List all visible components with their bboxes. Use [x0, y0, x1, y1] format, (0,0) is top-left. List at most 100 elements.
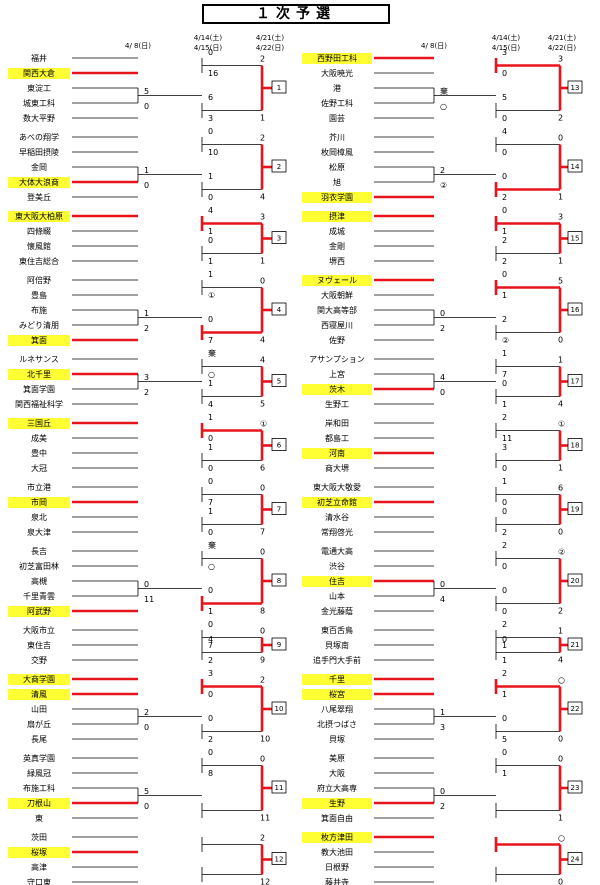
group-number-box	[567, 701, 583, 715]
team-name: 阿倍野	[27, 275, 51, 285]
round1-score: 3	[440, 723, 445, 732]
round2-score: 0	[502, 464, 507, 473]
round2-score: 2	[502, 315, 507, 324]
round2-score: 0	[502, 172, 507, 181]
team-name: アサンプション	[309, 355, 365, 364]
round2-score: 0	[208, 477, 213, 486]
team-name: 羽衣学園	[321, 192, 353, 202]
round2-score: 0	[502, 379, 507, 388]
round2-score: 3	[502, 48, 507, 57]
team-name: 早稲田摂陵	[19, 147, 59, 157]
round2-score: 2	[502, 669, 507, 678]
round2-score: 0	[208, 48, 213, 57]
round3-score: ①	[558, 420, 565, 429]
team-highlight	[8, 369, 70, 380]
round3-score: 3	[558, 55, 563, 64]
round3-score: 4	[260, 336, 265, 345]
round1-score: 棄	[440, 86, 448, 96]
team-name: 千里青雲	[23, 591, 55, 601]
round2-score: 1	[502, 349, 507, 358]
group-number: 17	[571, 378, 580, 386]
team-name: 泉大津	[27, 527, 51, 537]
group-number: 14	[571, 163, 580, 171]
team-name: あべの翔学	[19, 132, 59, 142]
group-number-box	[567, 80, 583, 94]
round2-score: 1	[502, 656, 507, 665]
group-number-box	[271, 637, 287, 651]
team-name: 西野田工科	[317, 53, 357, 63]
round2-score: 1	[208, 507, 213, 516]
round3-score: 1	[558, 627, 563, 636]
round2-score: 1	[208, 270, 213, 279]
team-name: 三国丘	[27, 419, 51, 428]
round2-score: 4	[208, 400, 213, 409]
round2-score: 0	[502, 748, 507, 757]
team-name: 泉北	[31, 512, 47, 522]
round2-score: 2	[502, 528, 507, 537]
round2-score: 2	[208, 735, 213, 744]
team-name: 登美丘	[27, 192, 51, 202]
round3-score: 3	[558, 213, 563, 222]
round3-score: ○	[558, 676, 565, 685]
group-number-box	[271, 302, 287, 316]
team-name: 高槻	[31, 576, 47, 586]
team-highlight	[8, 418, 70, 429]
group-number-box	[567, 780, 583, 794]
group-number-box	[567, 302, 583, 316]
round3-score: 1	[260, 257, 265, 266]
team-name: 大体大浪商	[19, 177, 59, 187]
team-name: 枚方津田	[321, 832, 353, 842]
round1-score: 0	[144, 181, 149, 190]
round2-score: ②	[502, 336, 509, 345]
team-name: 藤井寺	[325, 877, 349, 885]
round2-score: 2	[208, 656, 213, 665]
round2-score: 0	[502, 148, 507, 157]
team-name: 港	[333, 83, 341, 93]
round3-score: 1	[558, 257, 563, 266]
round1-score: 4	[440, 373, 445, 382]
team-name: 北摂つばさ	[317, 719, 357, 729]
round2-score: 1	[208, 413, 213, 422]
round2-score: 2	[502, 193, 507, 202]
group-number: 16	[571, 306, 580, 314]
round2-score: 1	[502, 477, 507, 486]
team-name: 大冠	[31, 463, 47, 473]
text-layer: 4/ 8(日)4/14(土)4/15(日)4/21(土)4/22(日)4/ 8(…	[15, 33, 580, 885]
team-highlight	[8, 847, 70, 858]
group-number-box	[271, 374, 287, 387]
round2-score: 0	[502, 69, 507, 78]
round3-score: ○	[558, 834, 565, 843]
team-name: 清風	[31, 689, 47, 699]
team-highlight	[302, 211, 372, 222]
round1-score: 0	[144, 723, 149, 732]
round3-score: 4	[260, 193, 265, 202]
team-name: 清水谷	[325, 512, 349, 522]
round2-score: 棄	[208, 540, 216, 550]
team-name: 八尾翠翔	[321, 704, 353, 714]
date-r2b-left: 4/15(日)	[194, 44, 222, 52]
team-highlight	[302, 192, 372, 203]
team-name: 大阪	[329, 768, 345, 778]
round2-score: 1	[502, 400, 507, 409]
round3-score: 1	[558, 193, 563, 202]
team-name: 日根野	[325, 862, 349, 872]
group-number: 11	[275, 784, 284, 792]
round1-score: 2	[440, 802, 445, 811]
team-name: 成城	[329, 226, 345, 236]
round3-score: 2	[260, 55, 265, 64]
round2-score: 0	[502, 607, 507, 616]
round2-score: 0	[208, 127, 213, 136]
team-highlight	[8, 68, 70, 79]
round1-score: 0	[144, 102, 149, 111]
team-name: 福井	[31, 53, 47, 63]
team-highlight	[302, 576, 372, 587]
round3-score: 4	[558, 656, 563, 665]
round1-score: 0	[440, 388, 445, 397]
team-name: 山田	[31, 704, 47, 714]
round2-score: 1	[208, 607, 213, 616]
team-name: 教大池田	[321, 847, 353, 857]
round1-score: 1	[440, 708, 445, 717]
group-number: 22	[571, 705, 580, 713]
team-name: 摂津	[329, 211, 345, 221]
team-name: 生野工	[325, 399, 349, 409]
